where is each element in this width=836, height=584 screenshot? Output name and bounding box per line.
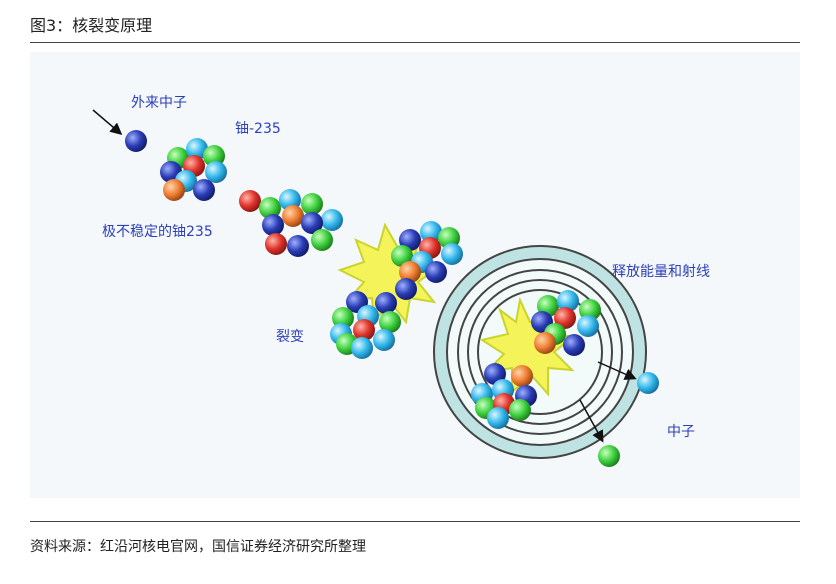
neutron-arrow-right — [597, 361, 637, 380]
incoming-neutron-arrow — [92, 109, 123, 135]
label-incoming-neutron: 外来中子 — [131, 95, 187, 111]
uranium-nucleus — [160, 138, 227, 201]
unstable-uranium-nucleus — [239, 189, 343, 257]
incoming-neutron-ball — [125, 130, 147, 152]
fission-fragment-lower — [330, 291, 401, 359]
product-nucleus-lower — [471, 363, 537, 429]
neutron-arrow-down — [579, 399, 604, 443]
label-uranium: 铀-235 — [235, 121, 281, 137]
label-energy-release: 释放能量和射线 — [612, 264, 710, 280]
emitted-neutron-ball-2 — [598, 445, 620, 467]
figure-source: 资料来源：红沿河核电官网，国信证券经济研究所整理 — [30, 539, 366, 555]
label-unstable-uranium: 极不稳定的铀235 — [102, 224, 213, 240]
label-fission: 裂变 — [276, 329, 304, 345]
bottom-rule — [30, 521, 800, 522]
fission-fragment-upper — [391, 221, 463, 300]
figure-title: 图3：核裂变原理 — [30, 16, 153, 35]
emitted-neutron-ball-1 — [637, 372, 659, 394]
product-nucleus-upper — [531, 290, 601, 356]
label-neutron: 中子 — [667, 424, 695, 440]
top-rule — [30, 42, 800, 43]
